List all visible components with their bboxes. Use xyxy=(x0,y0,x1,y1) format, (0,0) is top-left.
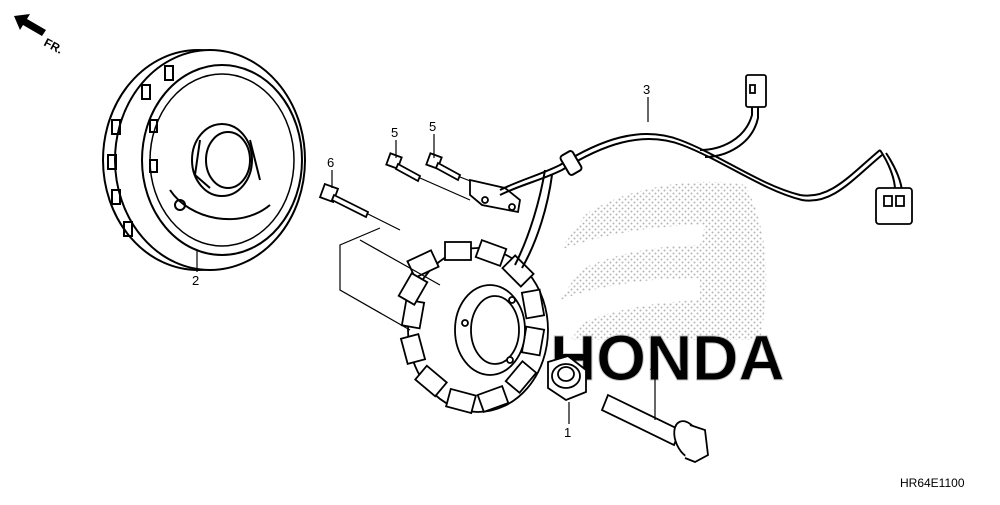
callout-labels: 1 2 3 4 5 5 6 xyxy=(192,82,657,440)
callout-1: 1 xyxy=(564,425,571,440)
callout-4: 4 xyxy=(650,360,657,375)
front-arrow-icon xyxy=(14,14,46,36)
nut-1 xyxy=(547,355,587,402)
bolt-6 xyxy=(318,182,370,219)
callout-5a: 5 xyxy=(391,125,398,140)
flywheel xyxy=(102,49,306,271)
callout-leaders xyxy=(196,97,656,424)
diagram-id: HR64E1100 xyxy=(900,476,965,490)
watermark-text: HONDA xyxy=(550,322,785,394)
callout-3: 3 xyxy=(643,82,650,97)
bolt-5-right xyxy=(425,152,462,182)
callout-5b: 5 xyxy=(429,119,436,134)
callout-6: 6 xyxy=(327,155,334,170)
connector-small xyxy=(745,74,767,108)
bolt-5-left xyxy=(385,152,422,183)
callout-2: 2 xyxy=(192,273,199,288)
wing-logo-icon xyxy=(560,181,767,340)
wire-harness xyxy=(499,100,903,269)
front-direction-indicator: FR. xyxy=(14,14,65,57)
flange-bolt-4 xyxy=(600,393,709,463)
guide-line xyxy=(339,213,441,331)
front-label: FR. xyxy=(42,35,66,56)
honda-watermark: HONDA xyxy=(550,181,785,395)
stator xyxy=(397,238,549,415)
connector-large xyxy=(875,187,913,225)
